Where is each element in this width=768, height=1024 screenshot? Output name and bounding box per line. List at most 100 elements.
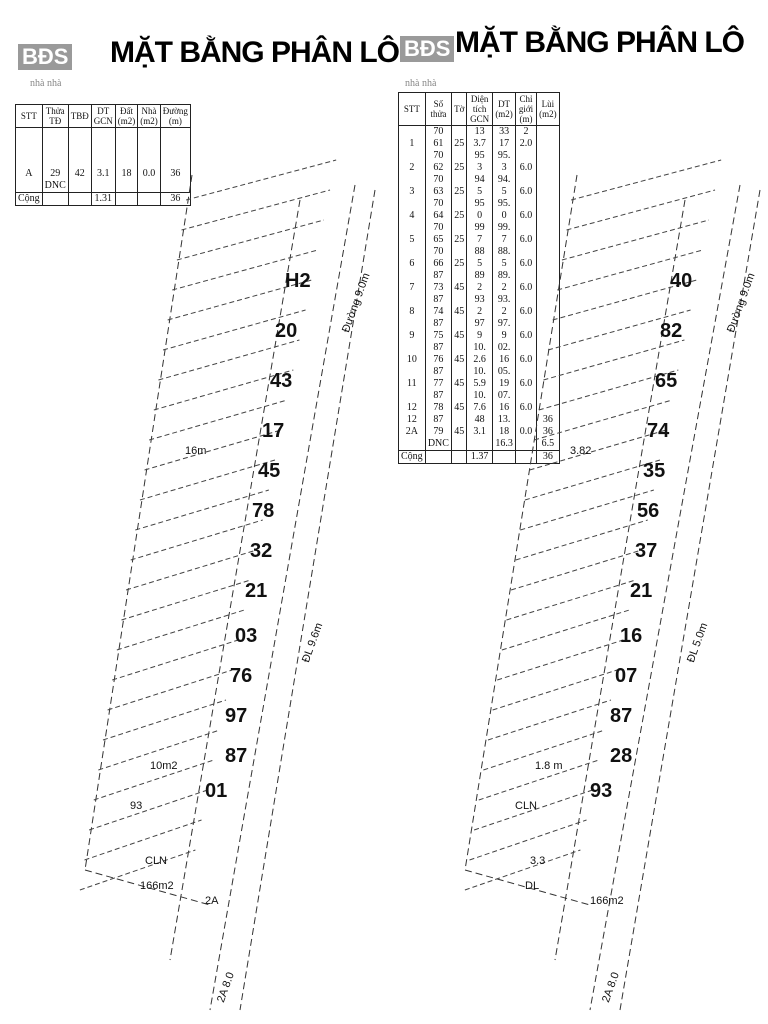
table-cell: 2 xyxy=(491,306,517,318)
table-cell xyxy=(90,136,116,138)
table-cell xyxy=(159,130,191,132)
table-cell xyxy=(41,127,69,130)
lot-boundary xyxy=(162,309,306,351)
table-header: STT xyxy=(398,92,426,126)
lot-boundary xyxy=(520,489,654,531)
table-cell: 16 xyxy=(491,402,517,414)
table-cell: 13. xyxy=(491,414,517,426)
lot-label: 166m2 xyxy=(140,880,174,892)
table-cell xyxy=(159,144,191,146)
table-cell xyxy=(114,164,139,166)
lot-boundary xyxy=(84,819,202,861)
lot-label: 16m xyxy=(185,445,207,457)
table-cell: 99. xyxy=(491,222,517,234)
table-cell xyxy=(451,450,468,464)
lot-label: 82 xyxy=(660,320,683,342)
table-cell: 25 xyxy=(451,210,468,222)
lot-label: 17 xyxy=(262,420,285,442)
table-cell: 36 xyxy=(535,450,561,464)
lot-label: CLN xyxy=(515,800,538,812)
lot-boundary xyxy=(487,699,612,741)
lot-boundary xyxy=(538,369,679,411)
lot-boundary xyxy=(121,579,251,621)
table-cell xyxy=(41,158,69,160)
table-cell xyxy=(114,166,139,168)
table-cell xyxy=(451,150,468,162)
table-cell: 25 xyxy=(451,234,468,246)
table-header: Số thửa xyxy=(424,92,453,126)
table-cell xyxy=(159,142,191,144)
table-cell xyxy=(114,138,139,140)
table-cell xyxy=(535,378,561,390)
table-cell xyxy=(90,158,116,160)
table-cell xyxy=(90,164,116,166)
lot-boundary xyxy=(566,189,716,231)
lot-boundary xyxy=(135,489,269,531)
table-cell xyxy=(90,144,116,146)
lot-boundary xyxy=(501,609,630,651)
table-cell xyxy=(114,154,139,156)
table-cell xyxy=(41,136,69,138)
table-cell xyxy=(535,222,561,234)
lot-label: 21 xyxy=(630,580,653,602)
table-cell xyxy=(114,160,139,162)
table-row xyxy=(15,158,191,160)
table-cell xyxy=(114,142,139,144)
table-row xyxy=(15,150,191,152)
table-cell xyxy=(114,127,139,130)
table-cell xyxy=(535,354,561,366)
table-cell xyxy=(41,148,69,150)
table-cell xyxy=(114,158,139,160)
lot-boundary xyxy=(181,189,331,231)
table-header: DT GCN xyxy=(90,104,116,128)
lot-boundary xyxy=(571,159,722,201)
table-header: Đường (m) xyxy=(159,104,191,128)
table-cell: 45 xyxy=(451,282,468,294)
table-row xyxy=(15,136,191,138)
table-cell xyxy=(159,164,191,166)
table-cell xyxy=(451,438,468,451)
table-cell xyxy=(114,162,139,164)
table-cell xyxy=(451,198,468,210)
table-cell: 16 xyxy=(491,354,517,366)
table-cell xyxy=(535,138,561,150)
table-cell: 05. xyxy=(491,366,517,378)
table-cell xyxy=(451,270,468,282)
lot-label: 03 xyxy=(235,625,258,647)
table-cell xyxy=(114,156,139,158)
lot-label: 40 xyxy=(670,270,693,292)
lot-label: 76 xyxy=(230,665,253,687)
table-header: Đất (m2) xyxy=(114,104,139,128)
table-cell xyxy=(159,148,191,150)
table-cell xyxy=(159,140,191,142)
table-cell xyxy=(90,156,116,158)
table-cell xyxy=(90,130,116,132)
table-cell: 95. xyxy=(491,198,517,210)
table-row xyxy=(15,164,191,166)
table-cell xyxy=(114,136,139,138)
table-header: STT xyxy=(15,104,43,128)
table-cell xyxy=(535,234,561,246)
table-row xyxy=(15,142,191,144)
lot-label: 35 xyxy=(643,460,666,482)
lot-boundary xyxy=(172,249,318,291)
table-cell xyxy=(41,142,69,144)
lot-boundary xyxy=(552,279,697,321)
lot-label: 01 xyxy=(205,780,228,802)
table-cell xyxy=(159,158,191,160)
table-cell xyxy=(90,132,116,134)
table-cell xyxy=(159,154,191,156)
table-row xyxy=(15,130,191,132)
table-cell xyxy=(41,132,69,134)
lot-label: CLN xyxy=(145,855,168,867)
table-cell xyxy=(90,140,116,142)
